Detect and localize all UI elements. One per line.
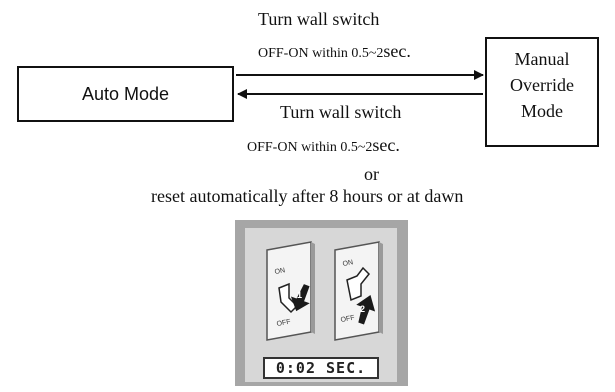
top-caption-line2: OFF-ON within 0.5~2sec.	[258, 41, 411, 62]
manual-line-1: Manual	[514, 49, 570, 69]
or-text: or	[364, 164, 379, 184]
top-caption-condition: OFF-ON within 0.5~2	[258, 46, 384, 61]
switch2-step: 2	[360, 304, 365, 314]
manual-line-2: Override	[510, 75, 574, 95]
top-caption-unit: sec.	[383, 41, 411, 61]
switch1-off: OFF	[276, 319, 291, 328]
bottom-caption-line1: Turn wall switch	[280, 102, 402, 122]
auto-mode-label: Auto Mode	[81, 84, 170, 104]
wall-switch-1: 1 ON OFF	[266, 241, 315, 341]
switch-drawing: 1 ON OFF 2 ON OFF	[266, 241, 383, 341]
bottom-caption-condition: OFF-ON within 0.5~2	[247, 140, 373, 155]
switch2-on: ON	[342, 259, 354, 268]
timer-display: 0:02 SEC.	[263, 357, 379, 379]
manual-line-3: Mode	[521, 101, 563, 121]
wall-switch-2: 2 ON OFF	[334, 241, 383, 341]
switch-illustration: 1 ON OFF 2 ON OFF 0:02 SEC.	[235, 220, 408, 386]
top-caption-line1: Turn wall switch	[258, 9, 380, 29]
illustration-inner: 1 ON OFF 2 ON OFF 0:02 SEC.	[245, 228, 397, 382]
manual-override-box: Manual Override Mode	[485, 37, 599, 147]
auto-mode-box: Auto Mode	[17, 66, 234, 122]
switch2-off: OFF	[340, 315, 355, 324]
bottom-caption-line2: OFF-ON within 0.5~2sec.	[247, 135, 400, 156]
bottom-caption-unit: sec.	[372, 135, 400, 155]
switch1-step: 1	[297, 290, 302, 300]
switch1-on: ON	[274, 267, 286, 276]
reset-text: reset automatically after 8 hours or at …	[151, 186, 464, 206]
